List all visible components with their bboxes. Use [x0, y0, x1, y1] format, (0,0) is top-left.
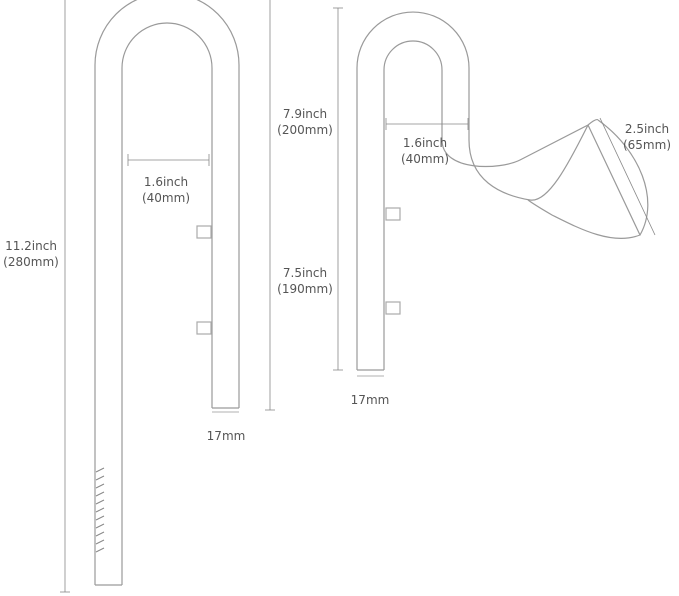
- outflow-spacing-mm: (40mm): [400, 152, 449, 166]
- inflow-leg-height-mm: (200mm): [277, 123, 333, 137]
- inflow-pipe: [94, 0, 240, 586]
- outflow-pipe: [356, 11, 649, 377]
- outflow-spacing-inch: 1.6inch: [402, 136, 448, 150]
- strainer-slots: [95, 467, 105, 553]
- outflow-funnel: [527, 124, 641, 239]
- clip-nub: [196, 225, 212, 239]
- outflow-leg-height-mm: (190mm): [277, 282, 333, 296]
- inflow-pipe-outer: [94, 0, 240, 585]
- inflow-leg-height-inch: 7.9inch: [282, 107, 328, 121]
- outflow-tube-diameter: 17mm: [350, 393, 390, 407]
- dimension-lines: [60, 0, 656, 593]
- clip-nub: [385, 207, 401, 221]
- outflow-leg-height-inch: 7.5inch: [282, 266, 328, 280]
- inflow-total-height-label: 11.2inch (280mm): [0, 238, 62, 270]
- inflow-spacing-inch: 1.6inch: [143, 175, 189, 189]
- outflow-pipe-inner: [383, 40, 589, 370]
- inflow-total-height-inch: 11.2inch: [5, 239, 57, 253]
- clip-nub: [196, 321, 212, 335]
- inflow-total-height-mm: (280mm): [3, 255, 59, 269]
- clip-nub: [385, 301, 401, 315]
- dim-funnel: [599, 117, 656, 236]
- outflow-funnel-label: 2.5inch (65mm): [616, 121, 678, 153]
- outflow-spacing-label: 1.6inch (40mm): [392, 135, 458, 167]
- inflow-tube-diameter: 17mm: [206, 429, 246, 443]
- inflow-pipe-inner: [121, 22, 213, 585]
- outflow-leg-height-label: 7.5inch (190mm): [272, 265, 338, 297]
- outflow-funnel-inch: 2.5inch: [624, 122, 670, 136]
- outflow-funnel-mm: (65mm): [622, 138, 671, 152]
- inflow-leg-height-label: 7.9inch (200mm): [272, 106, 338, 138]
- inflow-spacing-label: 1.6inch (40mm): [133, 174, 199, 206]
- outflow-pipe-outer: [356, 11, 589, 370]
- inflow-spacing-mm: (40mm): [141, 191, 190, 205]
